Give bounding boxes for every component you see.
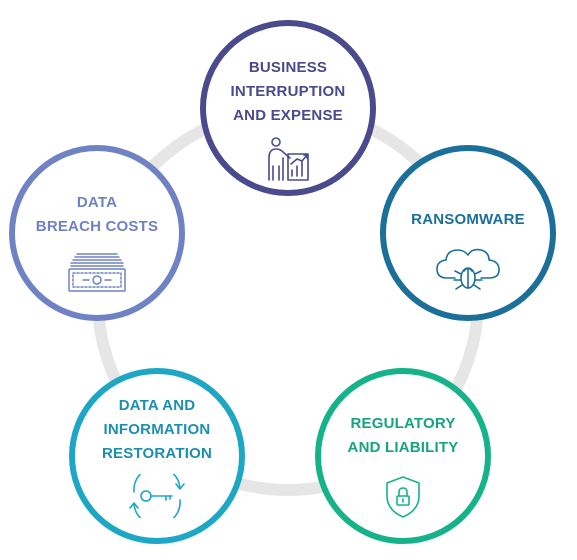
data-information-restoration-node: DATA AND INFORMATION RESTORATION xyxy=(69,368,245,544)
data-breach-costs-node: DATA BREACH COSTS xyxy=(9,145,185,321)
presentation-chart-icon xyxy=(268,137,309,181)
regulatory-liability-node: REGULATORY AND LIABILITY xyxy=(315,368,491,544)
ransomware-label: RANSOMWARE xyxy=(411,211,525,228)
data-information-restoration-label: DATA AND INFORMATION RESTORATION xyxy=(102,397,212,462)
regulatory-liability-label: REGULATORY AND LIABILITY xyxy=(347,415,459,456)
business-interruption-label: BUSINESS INTERRUPTION AND EXPENSE xyxy=(230,59,346,124)
shield-lock-icon xyxy=(386,476,420,518)
business-interruption-node: BUSINESS INTERRUPTION AND EXPENSE xyxy=(200,20,376,196)
money-stack-icon xyxy=(68,253,126,292)
ransomware-node: RANSOMWARE xyxy=(380,145,556,321)
cloud-bug-icon xyxy=(436,248,500,290)
data-breach-costs-label: DATA BREACH COSTS xyxy=(35,194,159,235)
key-refresh-icon xyxy=(129,474,185,518)
